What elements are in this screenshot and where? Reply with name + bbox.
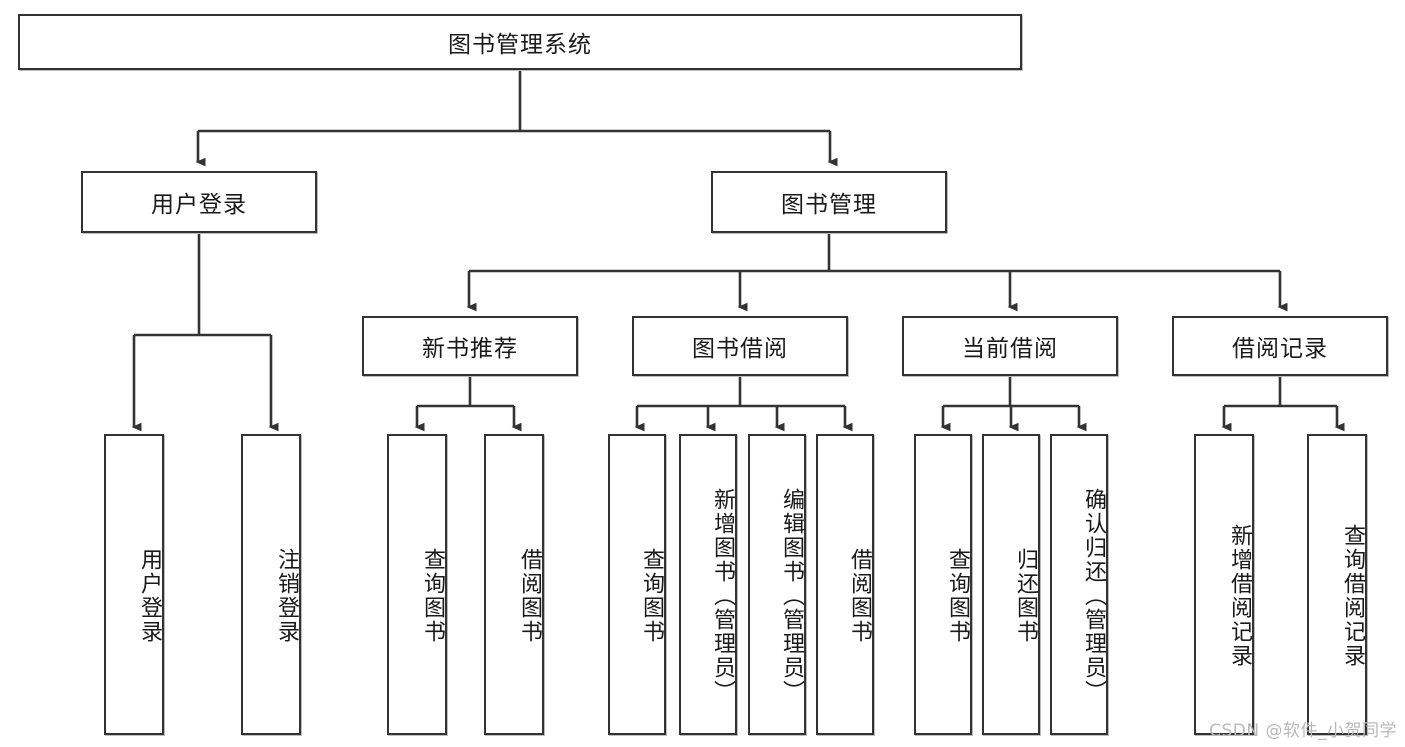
node-user-login[interactable]: 用户登录 <box>81 171 317 233</box>
leaf-logout[interactable]: 注销登录 <box>241 434 301 735</box>
node-label: 图书借阅 <box>692 336 788 362</box>
node-label: 用户登录 <box>151 192 247 218</box>
node-label: 新增图书（管理员） <box>710 487 735 704</box>
leaf-add-book-admin[interactable]: 新增图书（管理员） <box>679 434 737 735</box>
node-book-management[interactable]: 图书管理 <box>711 171 947 233</box>
node-label: 当前借阅 <box>962 336 1058 362</box>
node-label: 查询图书 <box>420 547 445 644</box>
node-label: 归还图书 <box>1013 547 1038 644</box>
node-label: 用户登录 <box>137 547 162 644</box>
leaf-query-book-current[interactable]: 查询图书 <box>914 434 972 735</box>
node-label: 借阅记录 <box>1232 336 1328 362</box>
node-borrow-record[interactable]: 借阅记录 <box>1172 316 1388 376</box>
node-label: 查询图书 <box>639 547 664 644</box>
leaf-query-book-borrow[interactable]: 查询图书 <box>608 434 666 735</box>
leaf-borrow-book[interactable]: 借阅图书 <box>816 434 874 735</box>
node-new-book-recommend[interactable]: 新书推荐 <box>362 316 578 376</box>
leaf-query-borrow-record[interactable]: 查询借阅记录 <box>1307 434 1367 735</box>
node-label: 确认归还（管理员） <box>1081 487 1106 704</box>
node-root-system[interactable]: 图书管理系统 <box>18 14 1022 70</box>
leaf-edit-book-admin[interactable]: 编辑图书（管理员） <box>748 434 806 735</box>
leaf-user-login[interactable]: 用户登录 <box>104 434 164 735</box>
node-label: 编辑图书（管理员） <box>779 487 804 704</box>
node-book-borrow[interactable]: 图书借阅 <box>632 316 848 376</box>
node-label: 新书推荐 <box>422 336 518 362</box>
node-label: 借阅图书 <box>847 547 872 644</box>
leaf-confirm-return-admin[interactable]: 确认归还（管理员） <box>1050 434 1108 735</box>
leaf-query-book-recommend[interactable]: 查询图书 <box>387 434 447 735</box>
node-label: 新增借阅记录 <box>1227 523 1252 668</box>
node-label: 查询图书 <box>945 547 970 644</box>
node-label: 图书管理 <box>781 192 877 218</box>
node-label: 借阅图书 <box>517 547 542 644</box>
leaf-borrow-book-recommend[interactable]: 借阅图书 <box>484 434 544 735</box>
leaf-add-borrow-record[interactable]: 新增借阅记录 <box>1194 434 1254 735</box>
leaf-return-book[interactable]: 归还图书 <box>982 434 1040 735</box>
node-label: 查询借阅记录 <box>1340 523 1365 668</box>
watermark-text: CSDN @软件_小贺同学 <box>1209 721 1397 741</box>
node-current-borrow[interactable]: 当前借阅 <box>902 316 1118 376</box>
node-label: 注销登录 <box>274 547 299 644</box>
node-label: 图书管理系统 <box>448 32 592 58</box>
